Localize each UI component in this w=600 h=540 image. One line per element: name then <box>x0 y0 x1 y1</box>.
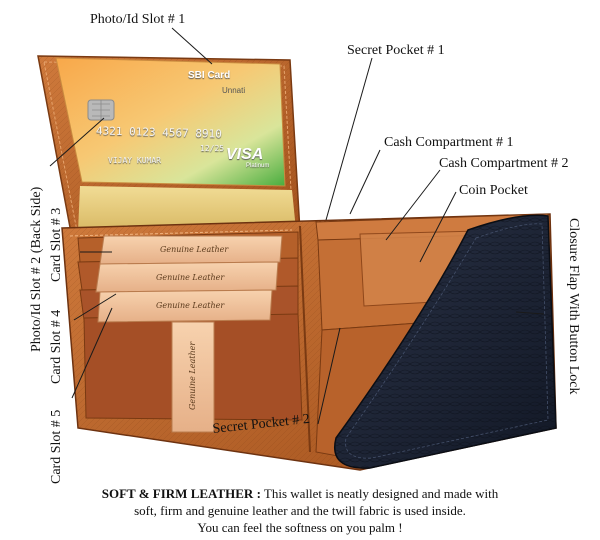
card-bank: SBI Card <box>188 70 231 81</box>
label-card-slot-5: Card Slot # 5 <box>49 409 64 484</box>
label-closure-flap: Closure Flap With Button Lock <box>566 218 581 395</box>
callout-lines <box>49 27 545 425</box>
card-variant: Unnati <box>222 86 246 95</box>
caption-line-1: SOFT & FIRM LEATHER : This wallet is nea… <box>0 485 600 502</box>
label-cash-compartment-1: Cash Compartment # 1 <box>384 135 514 150</box>
card-slots <box>77 231 303 433</box>
closure-flap <box>334 214 557 469</box>
caption-heading: SOFT & FIRM LEATHER : <box>101 486 261 501</box>
card-holder-name: VIJAY KUMAR <box>108 156 161 165</box>
label-photo-id-slot-1: Photo/Id Slot # 1 <box>90 12 186 27</box>
slot-text: Genuine Leather <box>156 273 225 282</box>
label-coin-pocket: Coin Pocket <box>459 183 528 198</box>
slot-text: Genuine Leather <box>156 301 225 310</box>
caption-line-2: soft, firm and genuine leather and the t… <box>134 503 466 518</box>
slot-text: Genuine Leather <box>160 245 229 254</box>
card-network: VISA <box>226 146 264 163</box>
card-valid: 12/25 <box>200 144 225 153</box>
tag-text: Genuine Leather <box>188 341 197 410</box>
caption: SOFT & FIRM LEATHER : This wallet is nea… <box>0 485 600 536</box>
label-card-slot-3: Card Slot # 3 <box>49 207 64 282</box>
flap-lining <box>78 186 296 232</box>
label-secret-pocket-1: Secret Pocket # 1 <box>347 43 445 58</box>
caption-text-1: This wallet is neatly designed and made … <box>263 486 499 501</box>
label-photo-id-slot-2: Photo/Id Slot # 2 (Back Side) <box>29 186 44 352</box>
label-card-slot-4: Card Slot # 4 <box>49 309 64 384</box>
caption-line-3: You can feel the softness on you palm ! <box>197 520 403 535</box>
credit-card <box>55 57 286 187</box>
label-cash-compartment-2: Cash Compartment # 2 <box>439 156 569 171</box>
card-tier: Platinum <box>246 163 270 169</box>
